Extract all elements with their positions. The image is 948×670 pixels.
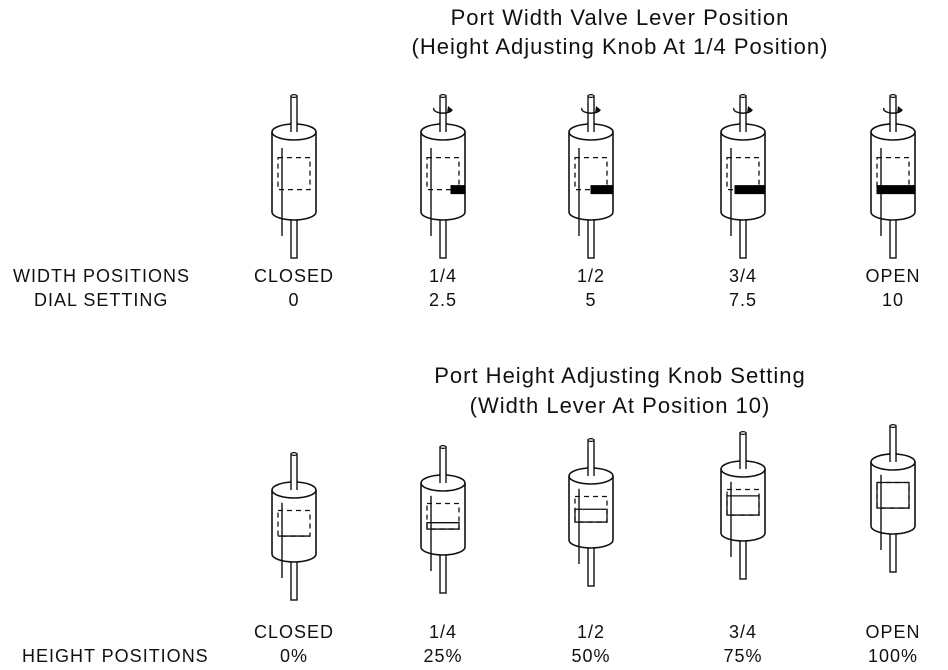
valve-stem-bottom <box>889 217 897 259</box>
cylinder-body <box>720 469 766 542</box>
port-opening-band <box>450 185 466 195</box>
valve-stem-bottom <box>587 217 595 259</box>
valve-cylinder <box>420 445 466 594</box>
dial-setting-value: 10 <box>881 290 905 310</box>
valve-stem-bottom <box>439 552 447 594</box>
stem-cap <box>739 431 747 436</box>
height-position-label: 1/2 <box>576 622 606 642</box>
width-position-label: OPEN <box>865 266 921 286</box>
height-percent-value: 75% <box>723 646 763 666</box>
cylinder-body <box>870 132 916 221</box>
port-opening <box>574 508 608 523</box>
port-opening <box>426 522 460 530</box>
dial-setting-value: 0 <box>288 290 300 310</box>
valve-stem-bottom <box>739 538 747 580</box>
valve-stem-bottom <box>889 531 897 573</box>
width-position-label: 1/2 <box>576 266 606 286</box>
dial-setting-label: DIAL SETTING <box>34 290 169 310</box>
height-title-line1: Port Height Adjusting Knob Setting <box>434 363 806 388</box>
height-title-line2: (Width Lever At Position 10) <box>469 393 771 418</box>
port-opening-band <box>590 185 614 195</box>
cylinder-body <box>568 132 614 221</box>
valve-stem-bottom <box>587 545 595 587</box>
cylinder-body <box>271 132 317 221</box>
port-opening-band <box>734 185 766 195</box>
valve-cylinder <box>271 452 317 601</box>
port-opening <box>726 495 760 516</box>
port-opening <box>876 481 910 509</box>
width-positions-label: WIDTH POSITIONS <box>13 266 190 286</box>
stem-cap <box>889 93 897 98</box>
stem-cap <box>587 93 595 98</box>
cylinder-body <box>420 483 466 556</box>
valve-cylinder <box>870 93 916 259</box>
rotation-arrow <box>883 107 903 114</box>
stem-cap <box>439 93 447 98</box>
cylinder-body <box>720 132 766 221</box>
cylinder-body <box>568 476 614 549</box>
stem-cap <box>439 445 447 450</box>
cylinder-body <box>420 132 466 221</box>
width-title-line2: (Height Adjusting Knob At 1/4 Position) <box>411 34 829 59</box>
valve-cylinder <box>720 431 766 580</box>
width-title-line1: Port Width Valve Lever Position <box>450 5 790 30</box>
cylinder-body <box>271 490 317 563</box>
valve-cylinder <box>720 93 766 259</box>
rotation-arrowhead <box>897 106 903 113</box>
valve-stem-bottom <box>739 217 747 259</box>
valve-stem-bottom <box>439 217 447 259</box>
width-position-label: 1/4 <box>428 266 458 286</box>
valve-cylinder <box>568 93 614 259</box>
height-percent-value: 50% <box>571 646 611 666</box>
height-percent-value: 100% <box>867 646 919 666</box>
valve-cylinder <box>870 424 916 573</box>
port-outline <box>277 156 311 191</box>
rotation-arrow <box>433 107 453 114</box>
cylinder-body <box>870 462 916 535</box>
height-position-label: 3/4 <box>728 622 758 642</box>
height-valve-row <box>271 424 916 601</box>
height-position-label: CLOSED <box>253 622 335 642</box>
stem-cap <box>889 424 897 429</box>
port-opening-band <box>876 185 916 195</box>
height-percent-value: 25% <box>423 646 463 666</box>
valve-cylinder <box>271 93 317 259</box>
valve-cylinder <box>568 438 614 587</box>
width-valve-row <box>271 93 916 259</box>
rotation-arrow <box>581 107 601 114</box>
valve-cylinder <box>420 93 466 259</box>
height-position-label: 1/4 <box>428 622 458 642</box>
dial-setting-value: 5 <box>585 290 597 310</box>
rotation-arrowhead <box>595 106 601 113</box>
height-positions-label: HEIGHT POSITIONS <box>22 646 209 666</box>
width-position-label: 3/4 <box>728 266 758 286</box>
width-position-label: CLOSED <box>253 266 335 286</box>
rotation-arrowhead <box>747 106 753 113</box>
stem-cap <box>290 93 298 98</box>
dial-setting-value: 7.5 <box>728 290 758 310</box>
height-position-label: OPEN <box>865 622 921 642</box>
valve-stem-bottom <box>290 559 298 601</box>
height-percent-value: 0% <box>279 646 308 666</box>
rotation-arrowhead <box>447 106 453 113</box>
valve-stem-bottom <box>290 217 298 259</box>
rotation-arrow <box>733 107 753 114</box>
stem-cap <box>739 93 747 98</box>
dial-setting-value: 2.5 <box>428 290 458 310</box>
stem-cap <box>290 452 298 457</box>
stem-cap <box>587 438 595 443</box>
